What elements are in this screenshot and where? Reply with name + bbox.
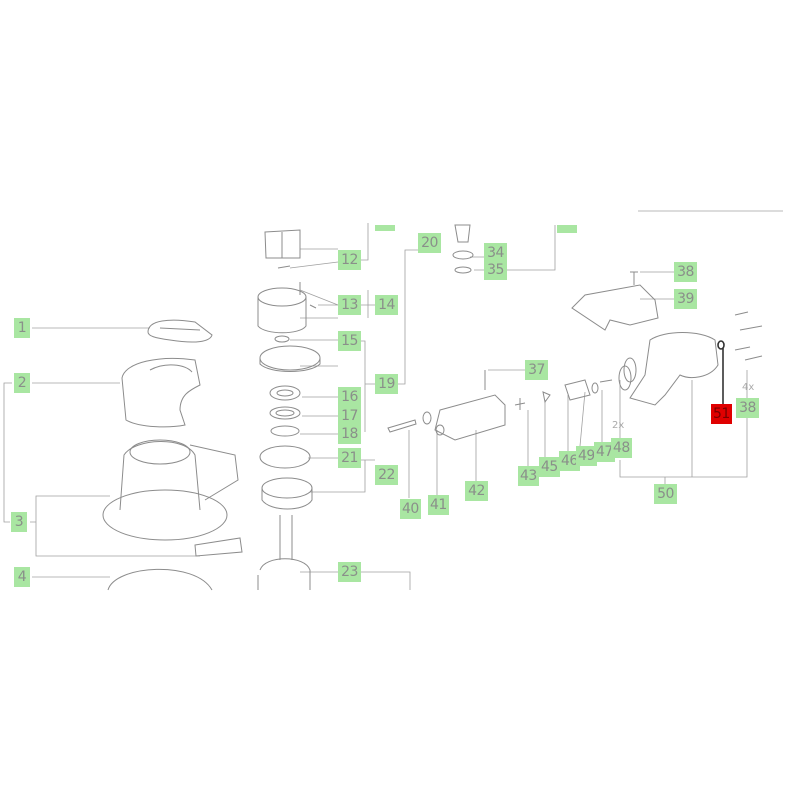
- callout-1[interactable]: 1: [14, 318, 30, 338]
- callout-46[interactable]: 46: [559, 451, 580, 471]
- callout-15[interactable]: 15: [338, 331, 361, 351]
- leader-lines: [3, 223, 748, 590]
- callout-43[interactable]: 43: [518, 466, 539, 486]
- callout-3[interactable]: 3: [11, 512, 27, 532]
- callout-cropped-right: [557, 225, 577, 233]
- quantity-note-4x: 4x: [742, 382, 755, 393]
- callout-40[interactable]: 40: [400, 499, 421, 519]
- callout-50[interactable]: 50: [654, 484, 677, 504]
- callout-38-bottom[interactable]: 38: [736, 398, 759, 418]
- callout-14[interactable]: 14: [375, 295, 398, 315]
- callout-cropped-left: [375, 225, 395, 231]
- callout-48[interactable]: 48: [611, 438, 632, 458]
- callout-16[interactable]: 16: [338, 387, 361, 407]
- callout-4[interactable]: 4: [14, 567, 30, 587]
- callout-42[interactable]: 42: [465, 481, 488, 501]
- callout-39[interactable]: 39: [674, 289, 697, 309]
- callout-51-highlighted[interactable]: 51: [711, 404, 732, 424]
- callout-2[interactable]: 2: [14, 373, 30, 393]
- callout-23[interactable]: 23: [338, 562, 361, 582]
- callout-20[interactable]: 20: [418, 233, 441, 253]
- callout-17[interactable]: 17: [338, 406, 361, 426]
- callout-35[interactable]: 35: [484, 260, 507, 280]
- callout-49[interactable]: 49: [576, 446, 597, 466]
- callout-12[interactable]: 12: [338, 250, 361, 270]
- callout-18[interactable]: 18: [338, 424, 361, 444]
- callout-45[interactable]: 45: [539, 457, 560, 477]
- quantity-note-2x: 2x: [612, 420, 625, 431]
- callout-41[interactable]: 41: [428, 495, 449, 515]
- callout-22[interactable]: 22: [375, 465, 398, 485]
- callout-19[interactable]: 19: [375, 374, 398, 394]
- callout-47[interactable]: 47: [594, 442, 615, 462]
- callout-37[interactable]: 37: [525, 360, 548, 380]
- callout-34[interactable]: 34: [484, 243, 507, 263]
- callout-38-top[interactable]: 38: [674, 262, 697, 282]
- callout-13[interactable]: 13: [338, 295, 361, 315]
- callout-21[interactable]: 21: [338, 448, 361, 468]
